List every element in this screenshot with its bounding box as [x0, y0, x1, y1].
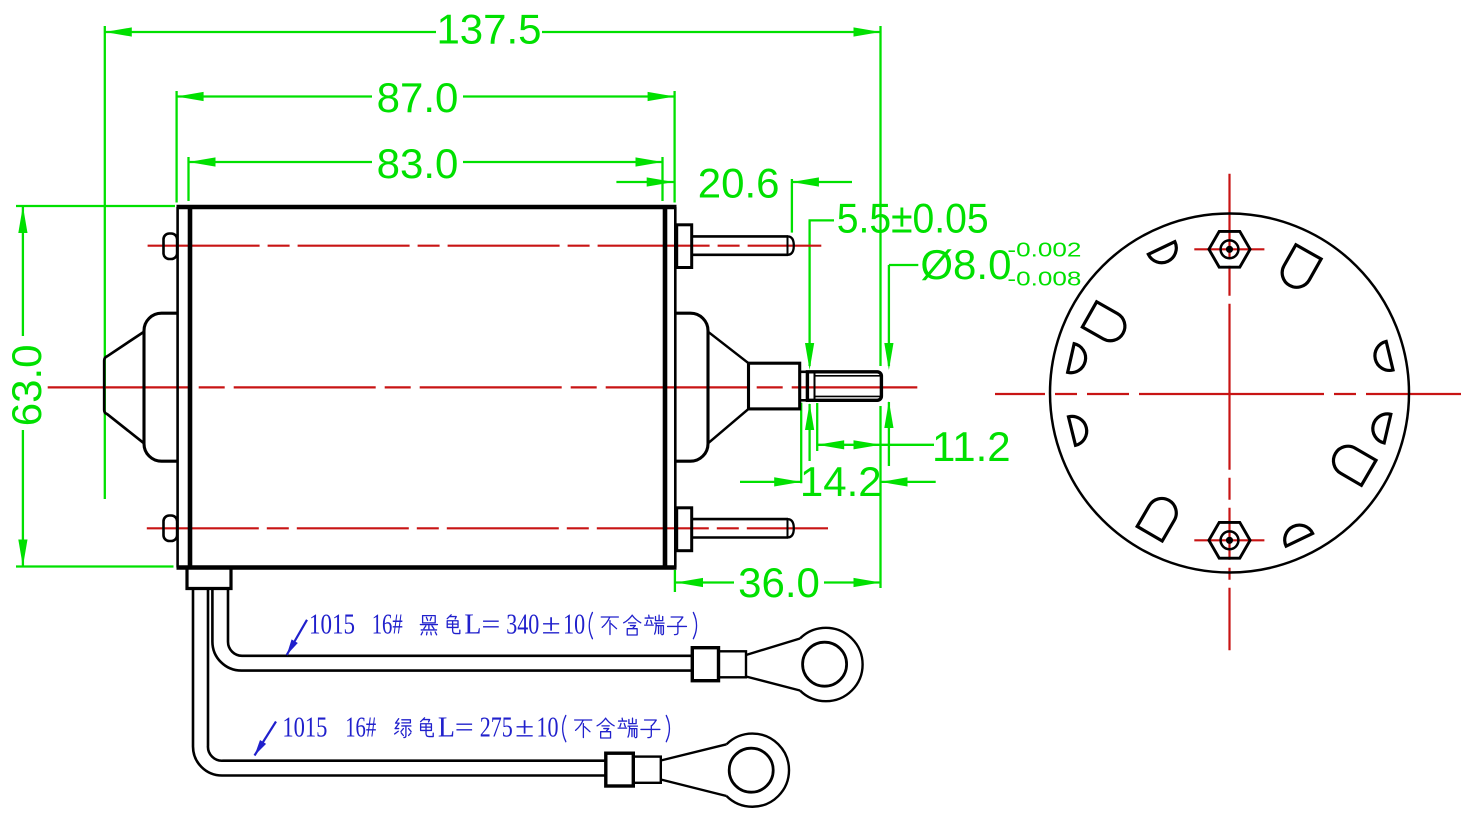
- svg-text:275: 275: [480, 713, 513, 744]
- svg-text:11.2: 11.2: [932, 423, 1011, 470]
- svg-text:±: ±: [542, 610, 561, 641]
- svg-text:=: =: [455, 713, 474, 744]
- svg-text:83.0: 83.0: [377, 140, 459, 187]
- svg-text:16#: 16#: [345, 713, 376, 744]
- svg-text:5.5±0.05: 5.5±0.05: [837, 195, 989, 242]
- svg-text:14.2: 14.2: [800, 458, 882, 505]
- svg-text:L: L: [464, 610, 481, 641]
- svg-text:36.0: 36.0: [738, 559, 820, 606]
- svg-text:=: =: [481, 610, 500, 641]
- svg-text:87.0: 87.0: [377, 74, 459, 121]
- svg-text:63.0: 63.0: [3, 345, 50, 427]
- svg-text:20.6: 20.6: [698, 160, 780, 207]
- svg-text:10: 10: [563, 610, 585, 641]
- svg-text:10: 10: [537, 713, 559, 744]
- svg-text:Ø8.0: Ø8.0: [920, 241, 1011, 288]
- svg-text:137.5: 137.5: [436, 6, 541, 53]
- svg-text:16#: 16#: [372, 610, 403, 641]
- svg-text:-0.002: -0.002: [1007, 239, 1081, 261]
- svg-text:±: ±: [515, 713, 534, 744]
- svg-text:1015: 1015: [282, 713, 327, 744]
- svg-text:1015: 1015: [309, 610, 355, 641]
- svg-text:L: L: [438, 713, 455, 744]
- svg-text:340: 340: [506, 610, 539, 641]
- svg-text:-0.008: -0.008: [1007, 269, 1081, 291]
